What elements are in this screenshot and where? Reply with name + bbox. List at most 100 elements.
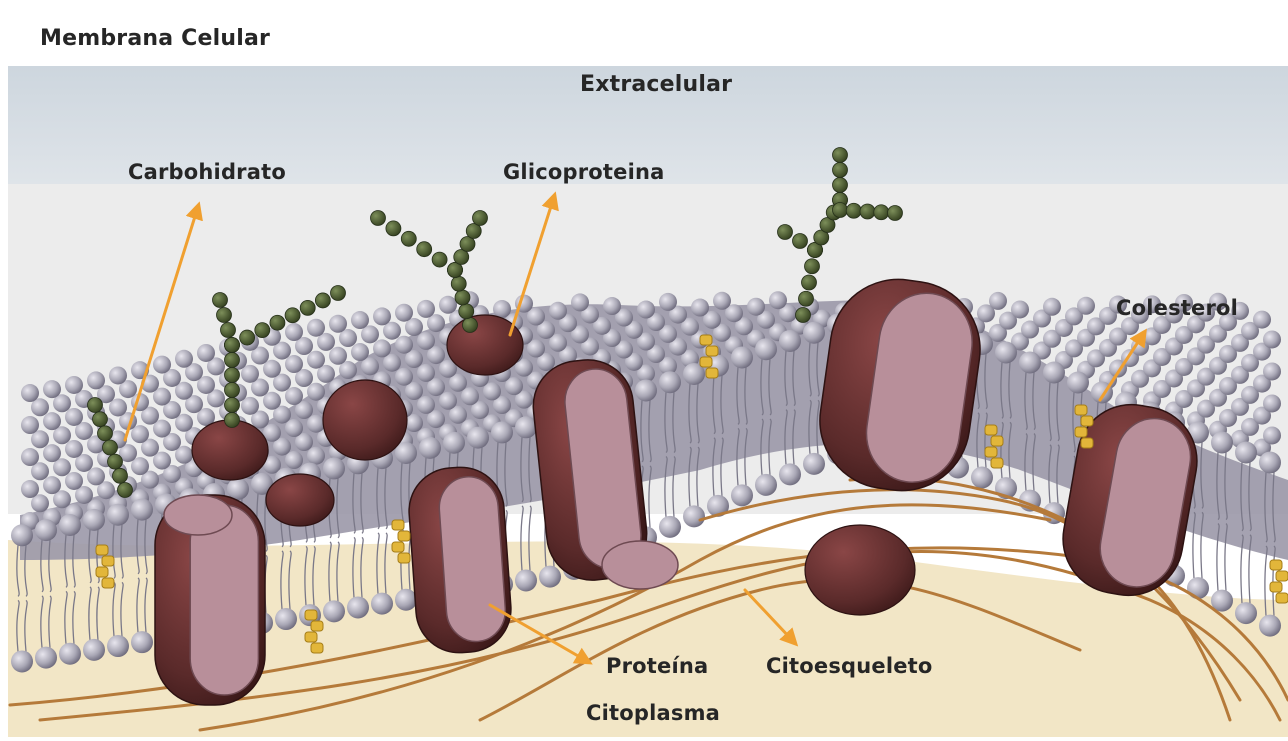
phospholipid-head (637, 301, 655, 319)
phospholipid-head (21, 480, 39, 498)
phospholipid-head (65, 472, 83, 490)
phospholipid-head (1263, 330, 1281, 348)
label-carbohydrate: Carbohidrato (128, 160, 286, 184)
phospholipid-head (373, 307, 391, 325)
phospholipid-head (83, 639, 105, 661)
label-protein: Proteína (606, 654, 708, 678)
phospholipid-head (683, 505, 705, 527)
label-extracellular: Extracelular (580, 72, 732, 97)
phospholipid-head (443, 432, 465, 454)
phospholipid-head (35, 647, 57, 669)
phospholipid-head (65, 376, 83, 394)
phospholipid-head (1263, 426, 1281, 444)
phospholipid-head (153, 356, 171, 374)
protein-cap (602, 541, 678, 589)
phospholipid-head (713, 292, 731, 310)
phospholipid-head (803, 322, 825, 344)
phospholipid-head (285, 323, 303, 341)
phospholipid-head (21, 416, 39, 434)
phospholipid-head (571, 293, 589, 311)
phospholipid-head (395, 336, 413, 354)
phospholipid-head (439, 296, 457, 314)
phospholipid-head (285, 355, 303, 373)
label-glycoprotein: Glicoproteina (503, 160, 665, 184)
phospholipid-head (417, 364, 435, 382)
phospholipid-head (285, 451, 303, 469)
transmembrane-protein (406, 464, 514, 655)
phospholipid-head (731, 484, 753, 506)
phospholipid-head (417, 300, 435, 318)
phospholipid-head (1235, 442, 1257, 464)
phospholipid-head (11, 524, 33, 546)
peripheral-protein (447, 315, 523, 375)
phospholipid-head (395, 589, 417, 611)
phospholipid-head (439, 392, 457, 410)
phospholipid-head (731, 346, 753, 368)
peripheral-protein (805, 525, 915, 615)
phospholipid-head (769, 291, 787, 309)
phospholipid-head (691, 299, 709, 317)
phospholipid-head (515, 569, 537, 591)
phospholipid-head (307, 319, 325, 337)
phospholipid-head (467, 427, 489, 449)
phospholipid-head (779, 330, 801, 352)
phospholipid-head (603, 297, 621, 315)
phospholipid-head (175, 350, 193, 368)
phospholipid-head (131, 499, 153, 521)
phospholipid-head (35, 519, 57, 541)
phospholipid-head (549, 302, 567, 320)
peripheral-protein (266, 474, 334, 526)
phospholipid-head (107, 635, 129, 657)
label-cytoskeleton: Citoesqueleto (766, 654, 933, 678)
phospholipid-head (83, 509, 105, 531)
phospholipid-head (43, 476, 61, 494)
phospholipid-head (971, 467, 993, 489)
phospholipid-head (1263, 362, 1281, 380)
phospholipid-head (347, 596, 369, 618)
phospholipid-head (1187, 577, 1209, 599)
phospholipid-head (1043, 362, 1065, 384)
phospholipid-head (493, 300, 511, 318)
phospholipid-head (779, 463, 801, 485)
phospholipid-head (539, 566, 561, 588)
peripheral-protein (192, 420, 268, 480)
phospholipid-head (107, 504, 129, 526)
phospholipid-head (65, 408, 83, 426)
phospholipid-head (11, 650, 33, 672)
phospholipid-head (659, 371, 681, 393)
peripheral-protein (323, 380, 407, 460)
phospholipid-head (131, 631, 153, 653)
phospholipid-head (59, 514, 81, 536)
phospholipid-head (21, 448, 39, 466)
phospholipid-head (395, 304, 413, 322)
phospholipid-head (989, 292, 1007, 310)
phospholipid-head (1043, 298, 1061, 316)
phospholipid-head (1211, 432, 1233, 454)
phospholipid-head (351, 311, 369, 329)
phospholipid-head (491, 421, 513, 443)
phospholipid-head (1235, 602, 1257, 624)
phospholipid-head (59, 643, 81, 665)
phospholipid-head (87, 467, 105, 485)
phospholipid-head (417, 332, 435, 350)
phospholipid-head (659, 293, 677, 311)
phospholipid-head (755, 474, 777, 496)
phospholipid-head (323, 457, 345, 479)
phospholipid-head (1259, 452, 1281, 474)
phospholipid-head (803, 453, 825, 475)
diagram-title: Membrana Celular (40, 26, 270, 51)
label-cytoplasm: Citoplasma (586, 701, 720, 725)
protein-cap (164, 495, 232, 535)
phospholipid-head (1077, 297, 1095, 315)
phospholipid-head (1011, 300, 1029, 318)
phospholipid-head (307, 383, 325, 401)
phospholipid-head (351, 343, 369, 361)
phospholipid-head (1019, 352, 1041, 374)
phospholipid-head (307, 351, 325, 369)
label-cholesterol: Colesterol (1116, 296, 1238, 320)
phospholipid-head (747, 298, 765, 316)
phospholipid-head (87, 371, 105, 389)
phospholipid-head (21, 384, 39, 402)
